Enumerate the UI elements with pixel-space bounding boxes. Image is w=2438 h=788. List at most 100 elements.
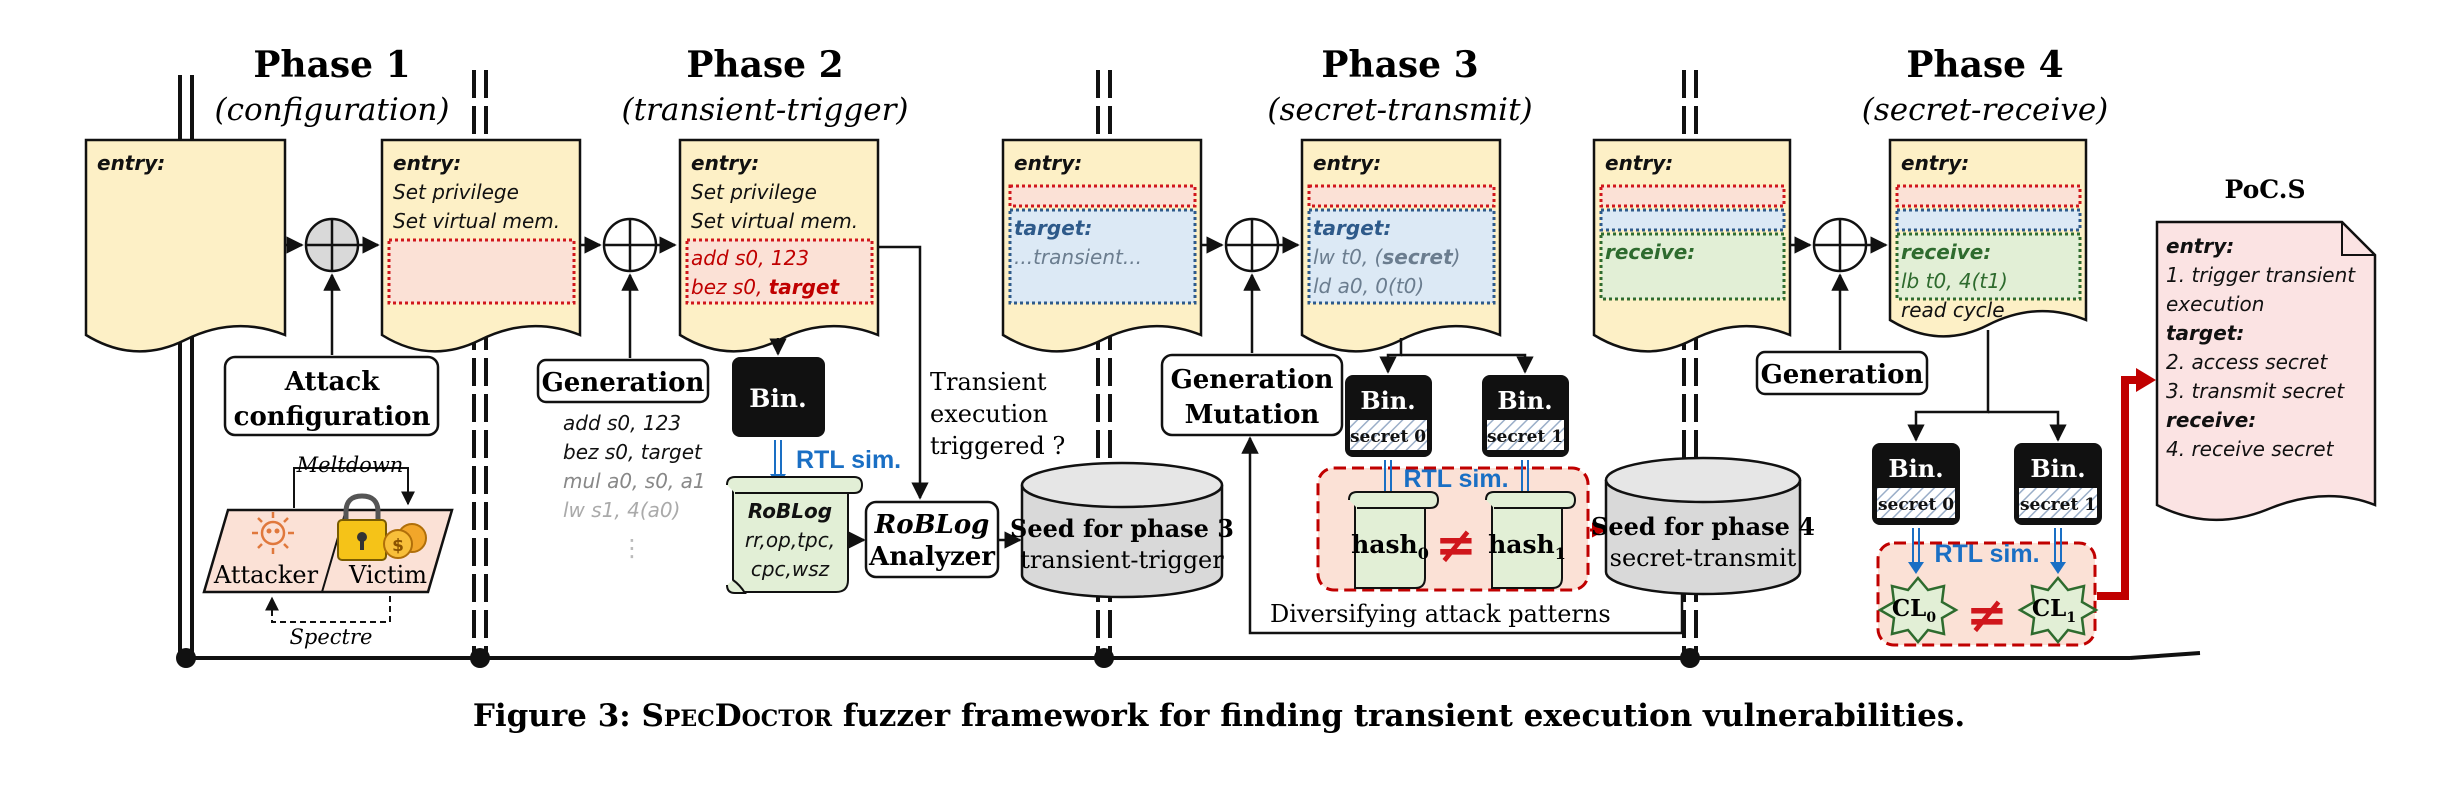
phase-4-title: Phase 4	[1906, 44, 2063, 86]
phase4-rtl-sim-label: RTL sim.	[1934, 540, 2039, 568]
svg-text:$: $	[392, 536, 404, 556]
phase2-generation-label: Generation	[542, 368, 705, 398]
phase3-doca-entry: entry:	[1014, 151, 1082, 175]
poc-line2: execution	[2166, 292, 2264, 316]
hash1-scroll: hash1	[1485, 491, 1577, 589]
phase4-secret1-label: secret 1	[2020, 495, 2096, 515]
phase3-docb-secret: secret	[1382, 245, 1454, 269]
phase3-docb-target-slot	[1307, 208, 1496, 305]
phase-3-subtitle: (secret-transmit)	[1267, 92, 1532, 128]
attacker-victim-illustration: Attacker $ Victim Meltdown Spectre	[202, 453, 454, 649]
diversify-label: Diversifying attack patterns	[1270, 600, 1611, 628]
caption-rest: fuzzer framework for finding transient e…	[832, 698, 1965, 734]
attack-config-line2: configuration	[234, 402, 431, 432]
phase3-bin1-label: Bin.	[1497, 386, 1552, 415]
gen-code-line-3: mul a0, s0, a1	[563, 469, 706, 493]
phase-2-subtitle: (transient-trigger)	[621, 92, 908, 128]
phase3-doca-trigger-slot	[1008, 184, 1197, 208]
phase3-docb-target: target:	[1313, 216, 1391, 240]
phase-3-title: Phase 3	[1321, 44, 1478, 86]
hash1-text: hash	[1488, 530, 1555, 559]
phase4-generation-label: Generation	[1761, 360, 1924, 390]
phase-2-title: Phase 2	[686, 44, 843, 86]
phase3-bin-secret1: Bin. secret 1	[1482, 375, 1569, 457]
poc-line4: 3. transmit secret	[2166, 379, 2345, 403]
phase-titles: Phase 1 (configuration) Phase 2 (transie…	[215, 44, 2109, 128]
seed3-line2: transient-trigger	[1020, 546, 1224, 574]
generated-code-list: add s0, 123 bez s0, target mul a0, s0, a…	[563, 411, 706, 562]
poc-document: PoC.S entry: 1. trigger transient execut…	[2155, 175, 2377, 522]
phase4-docb-line2: read cycle	[1901, 298, 2005, 322]
lock-icon	[337, 493, 387, 561]
analyzer-line2: Analyzer	[868, 542, 995, 572]
phase4-docb-receive: receive:	[1901, 240, 1991, 264]
seed4-line2: secret-transmit	[1610, 544, 1797, 572]
phase2-docb-line4: bez s0, target	[691, 275, 841, 299]
phase4-bin-secret1: Bin. secret 1	[2014, 443, 2102, 525]
phase-1-subtitle: (configuration)	[215, 92, 450, 128]
phase3-docb-entry: entry:	[1313, 151, 1381, 175]
phase-2: entry: Set privilege Set virtual mem. Ge…	[380, 138, 1234, 599]
attacker-label: Attacker	[213, 561, 319, 589]
roblog-line2: cpc,wsz	[751, 557, 830, 581]
phase4-docb-receive-slot	[1895, 232, 2082, 301]
phase4-doca-target-slot	[1599, 208, 1786, 232]
phase2-docb-entry: entry:	[691, 151, 759, 175]
phase2-generation-box	[536, 358, 710, 404]
roblog-scroll: RoBLog rr,op,tpc, cpc,wsz	[726, 476, 864, 594]
phase4-doca-receive: receive:	[1605, 240, 1695, 264]
cl1-label: CL1	[2032, 595, 2076, 626]
phase3-bin0-label: Bin.	[1360, 386, 1415, 415]
phase2-docb-line1: Set privilege	[691, 180, 817, 204]
seed3-line1: Seed for phase 3	[1010, 514, 1234, 543]
phase4-docb-trigger-slot	[1895, 184, 2082, 208]
phase4-docb-target-slot	[1895, 208, 2082, 232]
phase-4: entry: receive: Generation entry: receiv…	[1592, 138, 2156, 647]
phase4-combine-icon	[1812, 217, 1868, 273]
poc-receive: receive:	[2166, 408, 2256, 432]
poc-line1: 1. trigger transient	[2166, 263, 2356, 287]
phase3-docb-line1c: )	[1451, 245, 1461, 269]
phase2-doca-line1: Set privilege	[393, 180, 519, 204]
phase4-doca-entry: entry:	[1605, 151, 1673, 175]
question-line2: execution	[930, 400, 1048, 428]
phase2-doca-empty-slot	[387, 238, 576, 305]
cl1-text: CL	[2032, 595, 2066, 622]
coins-icon: $	[383, 523, 427, 559]
phase3-docb-line1: lw t0, (secret)	[1313, 245, 1460, 269]
hash0-text: hash	[1351, 530, 1418, 559]
phase4-bin0-label: Bin.	[1888, 454, 1943, 483]
cl1-star: CL1	[2017, 576, 2099, 644]
phase2-docb-inserted-slot	[685, 238, 874, 305]
caption-prefix: Figure 3:	[473, 698, 642, 734]
phase3-bin-secret0: Bin. secret 0	[1345, 375, 1432, 457]
virus-icon	[252, 512, 294, 554]
gen-code-line-1: add s0, 123	[563, 411, 681, 435]
generation-mutation-box	[1160, 353, 1344, 437]
roblog-title: RoBLog	[748, 499, 832, 523]
cl0-star: CL0	[1877, 576, 1959, 644]
hash1-sub: 1	[1555, 544, 1566, 563]
phase1-combine-icon	[304, 217, 360, 273]
phase2-docb-line3: add s0, 123	[691, 246, 809, 270]
phase3-doca-target-slot	[1008, 208, 1197, 305]
meltdown-label: Meltdown	[296, 453, 404, 477]
question-line3: triggered ?	[930, 432, 1065, 460]
gen-mut-line1: Generation	[1171, 365, 1334, 395]
phase-1: entry: Attack configuration	[84, 138, 454, 649]
phase2-docb-line4-instr: bez s0,	[691, 275, 769, 299]
phase2-doca-line2: Set virtual mem.	[393, 209, 560, 233]
phase3-not-equal: ≠	[1435, 515, 1477, 574]
phase2-binary-box	[732, 357, 825, 437]
poc-target: target:	[2166, 321, 2244, 345]
figure-caption: Figure 3: SpecDoctor fuzzer framework fo…	[473, 698, 1965, 734]
caption-name: SpecDoctor	[642, 698, 833, 734]
gen-code-line-4: lw s1, 4(a0)	[563, 498, 680, 522]
hash0-label: hash0	[1351, 530, 1429, 563]
phase-3: entry: target: ...transient... Generatio…	[1001, 138, 1815, 635]
attack-config-line1: Attack	[284, 367, 380, 397]
victim-label: Victim	[348, 561, 427, 589]
poc-line3: 2. access secret	[2166, 350, 2328, 374]
poc-line5: 4. receive secret	[2166, 437, 2335, 461]
